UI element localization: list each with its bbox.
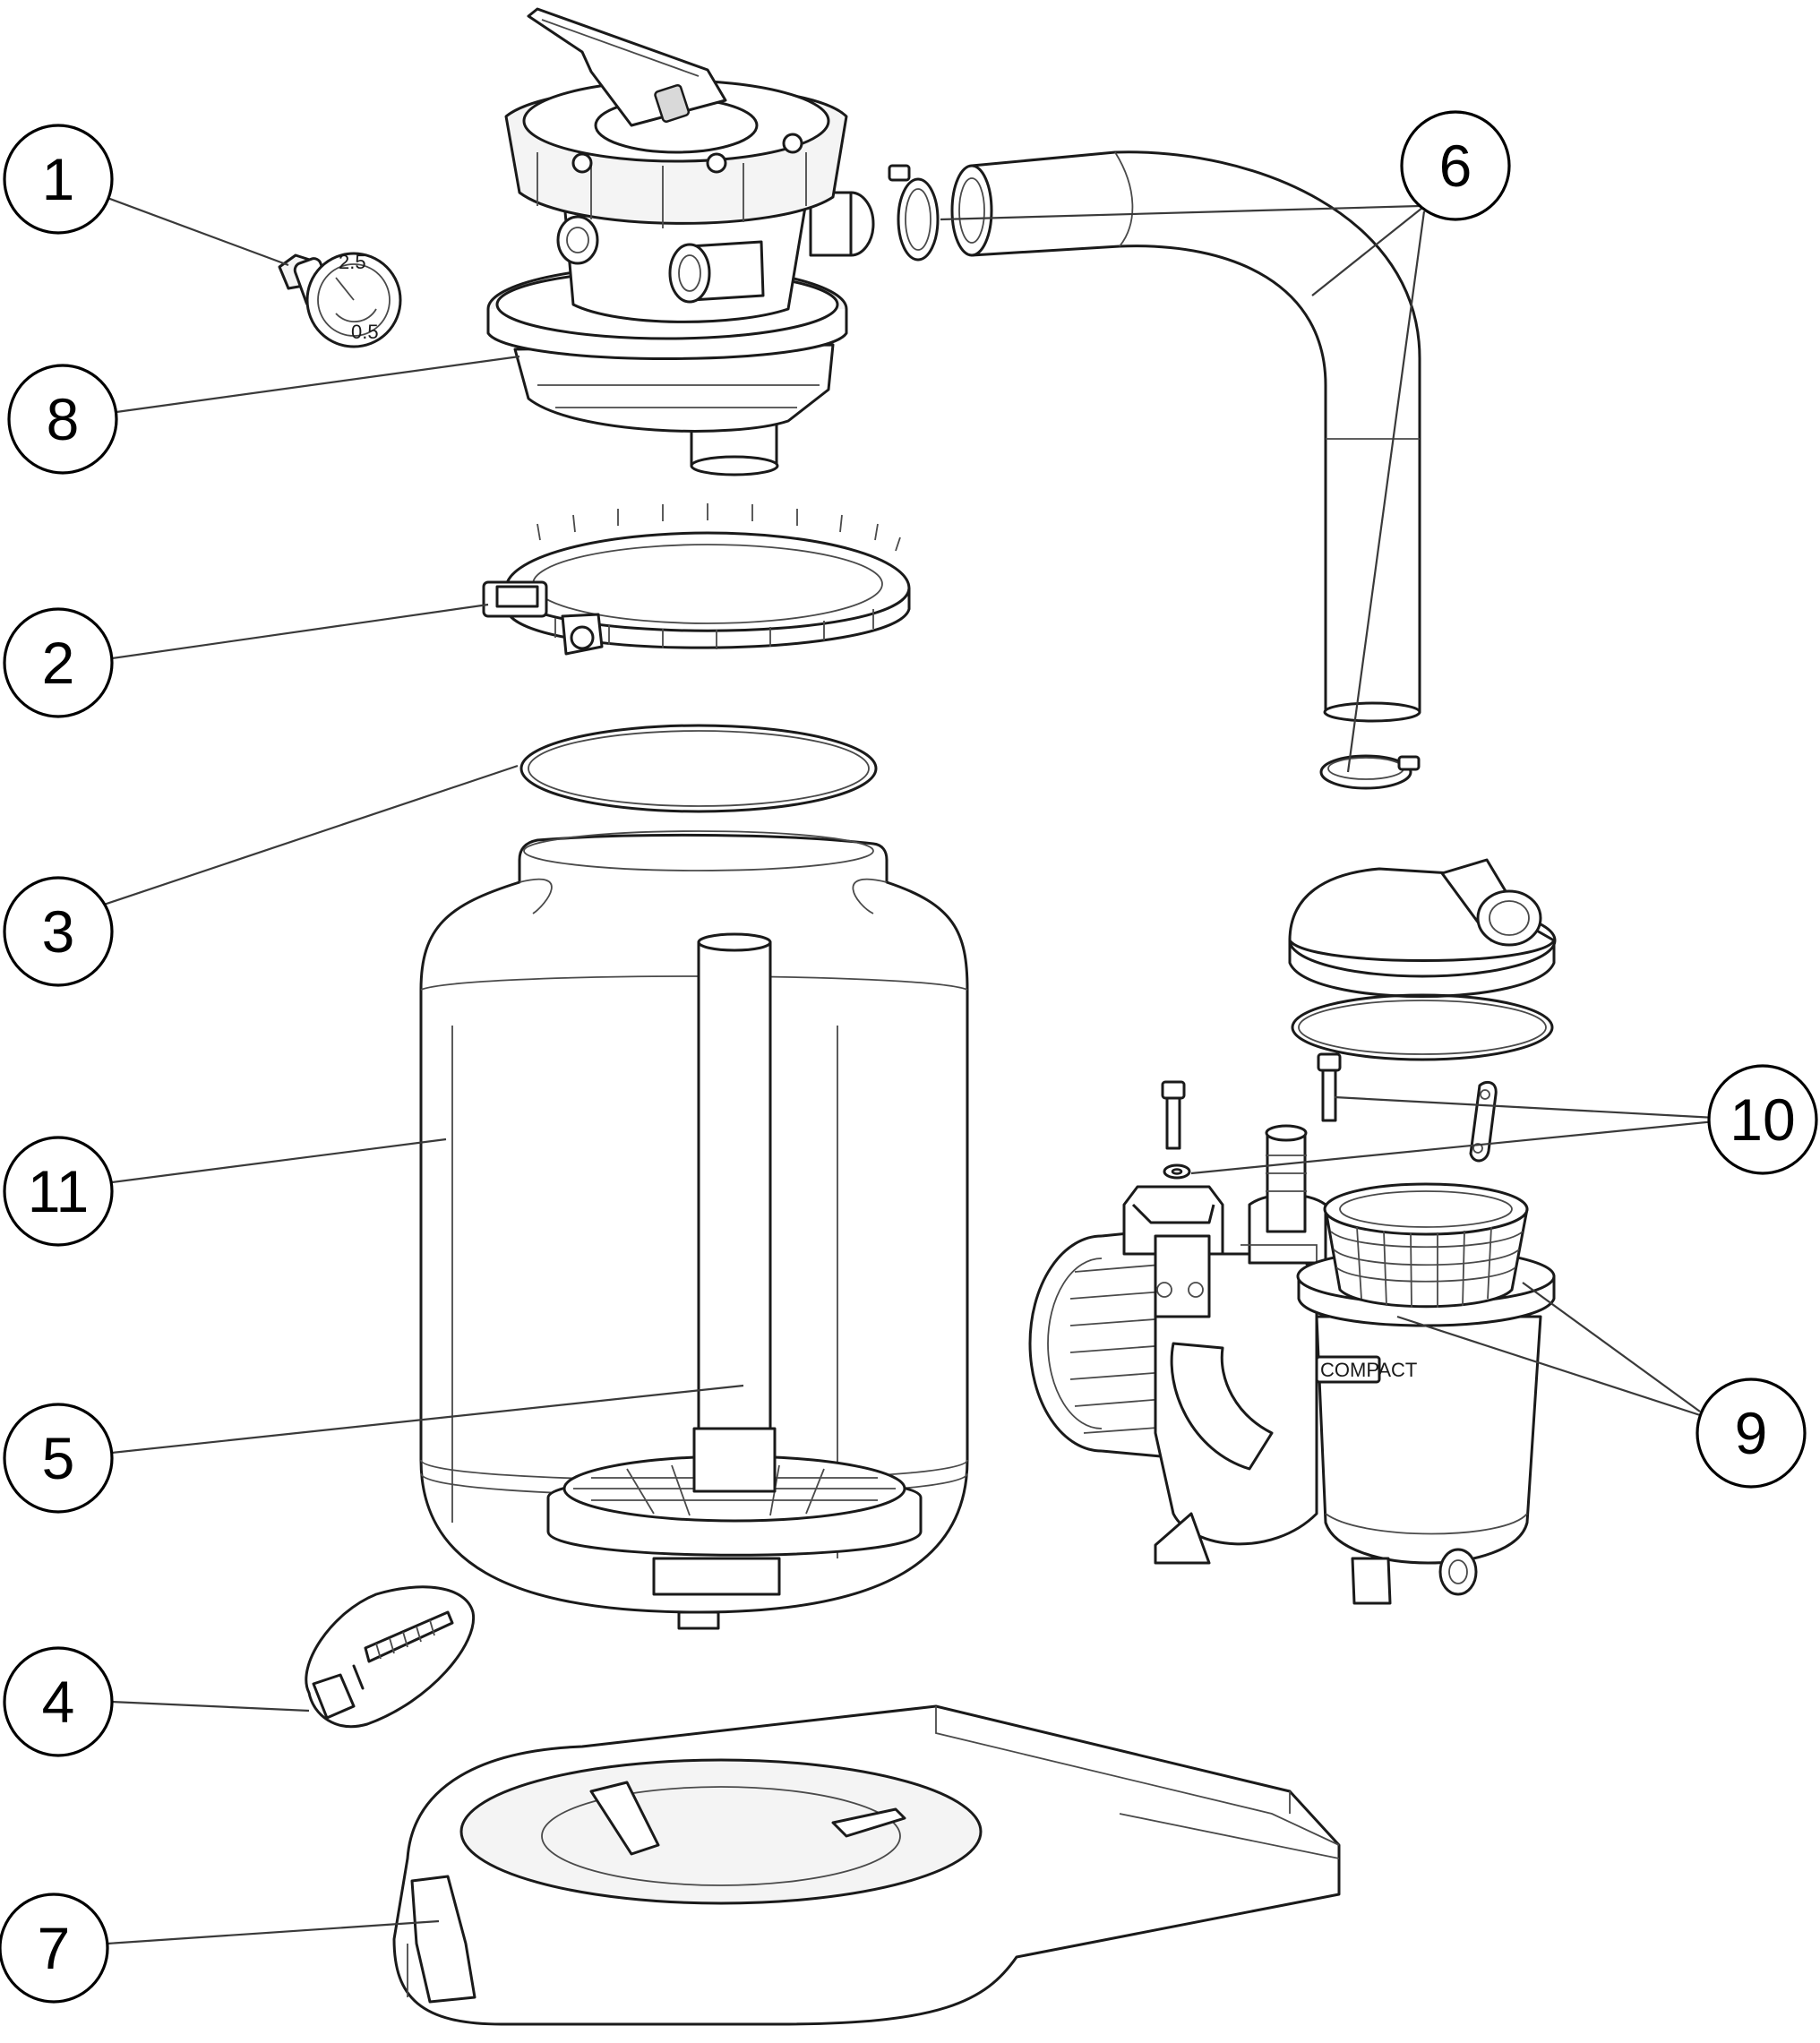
part-5-standpipe-and-laterals xyxy=(546,932,923,1596)
callout-9-label: 9 xyxy=(1735,1400,1768,1466)
callout-7-label: 7 xyxy=(38,1915,71,1981)
callout-3: 3 xyxy=(3,876,114,987)
callout-6-label: 6 xyxy=(1439,133,1472,199)
callout-8-label: 8 xyxy=(47,386,80,452)
callout-6: 6 xyxy=(1400,110,1511,221)
part-6-hose-clamp-top xyxy=(888,164,940,262)
leader-9b xyxy=(1396,1315,1701,1417)
part-7-base xyxy=(392,1704,1341,2026)
leader-7 xyxy=(107,1919,440,1945)
part-4-drain-plug xyxy=(305,1585,476,1729)
leader-5 xyxy=(111,1384,744,1455)
leader-11 xyxy=(111,1137,447,1184)
part-10-bolt-right xyxy=(1317,1052,1342,1122)
callout-4: 4 xyxy=(3,1646,114,1757)
part-9-pump-housing xyxy=(1122,1185,1327,1565)
leader-9a xyxy=(1522,1282,1701,1412)
part-10-pump-lid xyxy=(1288,858,1557,998)
pump-brand-label: COMPACT xyxy=(1320,1359,1417,1381)
svg-text:0.5: 0.5 xyxy=(351,321,379,343)
part-8-multiport-valve xyxy=(486,7,875,476)
callout-5: 5 xyxy=(3,1403,114,1514)
part-9-hose-connector xyxy=(1265,1124,1308,1233)
svg-text:2.5: 2.5 xyxy=(339,251,366,273)
part-6-elbow-pipe xyxy=(950,150,1421,723)
callout-1-label: 1 xyxy=(42,146,75,212)
leader-8 xyxy=(116,355,520,414)
part-10-bolt-left xyxy=(1161,1080,1186,1150)
callout-2-label: 2 xyxy=(42,630,75,696)
part-10-lock-tab xyxy=(1469,1080,1498,1163)
callout-8: 8 xyxy=(7,364,118,475)
leader-2 xyxy=(111,603,489,660)
leader-10b xyxy=(1190,1120,1716,1175)
callout-1: 1 xyxy=(3,124,114,235)
part-10-lid-gasket xyxy=(1291,993,1554,1061)
part-6-hose-clamp-bottom xyxy=(1319,754,1421,790)
callout-9: 9 xyxy=(1696,1378,1807,1489)
callout-7: 7 xyxy=(0,1893,109,2004)
callout-5-label: 5 xyxy=(42,1425,75,1491)
leader-6c xyxy=(1346,210,1426,773)
part-3-o-ring xyxy=(519,724,878,813)
callout-10-label: 10 xyxy=(1730,1086,1795,1153)
leader-3 xyxy=(98,764,519,908)
leader-6b xyxy=(1311,207,1423,296)
callout-4-label: 4 xyxy=(42,1669,75,1735)
part-10-washer xyxy=(1163,1163,1191,1180)
part-2-clamp-ring xyxy=(482,503,911,656)
leader-1 xyxy=(99,193,289,267)
callout-2: 2 xyxy=(3,607,114,718)
leader-6a xyxy=(940,204,1421,221)
part-9-strainer-basket xyxy=(1323,1182,1529,1309)
callout-3-label: 3 xyxy=(42,898,75,965)
callout-11-label: 11 xyxy=(28,1158,90,1224)
callout-11: 11 xyxy=(3,1136,114,1247)
leader-10a xyxy=(1334,1095,1716,1120)
part-1-pressure-gauge: 2.5 0.5 xyxy=(278,251,402,348)
leader-lines xyxy=(98,193,1716,1945)
leader-4 xyxy=(111,1700,310,1713)
callout-10: 10 xyxy=(1707,1064,1818,1175)
